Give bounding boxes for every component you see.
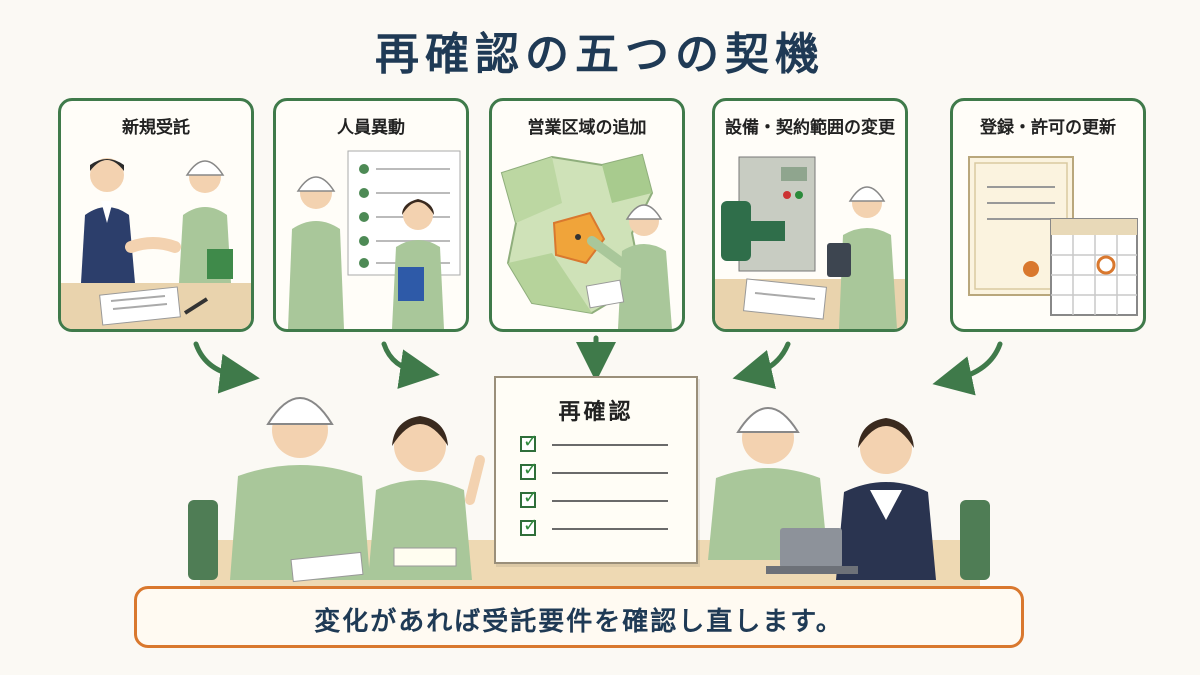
person-4 bbox=[860, 422, 912, 474]
trigger-card-new-contract: 新規受託 bbox=[58, 98, 254, 332]
checklist-line bbox=[552, 444, 668, 446]
trigger-label: 設備・契約範囲の変更 bbox=[725, 118, 895, 138]
handshake-contract-icon bbox=[61, 158, 251, 329]
checklist-line bbox=[552, 500, 668, 502]
checkbox-checked-icon: ✓ bbox=[520, 431, 538, 452]
checkbox-checked-icon: ✓ bbox=[520, 515, 538, 536]
arrow-5 bbox=[932, 341, 1003, 396]
trigger-label: 新規受託 bbox=[122, 118, 190, 138]
checklist-item: ✓ bbox=[520, 487, 680, 512]
checklist-line bbox=[552, 528, 668, 530]
trigger-label: 登録・許可の更新 bbox=[980, 118, 1116, 138]
person-2 bbox=[394, 420, 446, 472]
checklist-item: ✓ bbox=[520, 515, 680, 540]
checkbox-checked-icon: ✓ bbox=[520, 459, 538, 480]
certificate-calendar-icon bbox=[968, 156, 1138, 316]
trigger-card-equipment-change: 設備・契約範囲の変更 bbox=[712, 98, 908, 332]
service-area-map-icon bbox=[500, 153, 672, 329]
summary-banner: 変化があれば受託要件を確認し直します。 bbox=[134, 586, 1024, 648]
trigger-card-staff-transfer: 人員異動 bbox=[273, 98, 469, 332]
summary-message: 変化があれば受託要件を確認し直します。 bbox=[314, 607, 844, 637]
trigger-label: 営業区域の追加 bbox=[527, 118, 647, 138]
meeting-scene bbox=[188, 397, 990, 590]
staff-roster-icon bbox=[288, 150, 461, 329]
checklist-line bbox=[552, 472, 668, 474]
arrow-4 bbox=[732, 341, 791, 389]
checklist-item: ✓ bbox=[520, 431, 680, 456]
page-title: 再確認の五つの契機 bbox=[375, 29, 825, 80]
trigger-card-area-addition: 営業区域の追加 bbox=[489, 98, 685, 332]
trigger-card-registration-renewal: 登録・許可の更新 bbox=[950, 98, 1146, 332]
arrow-2 bbox=[381, 341, 440, 389]
checkbox-checked-icon: ✓ bbox=[520, 487, 538, 508]
equipment-panel-icon bbox=[715, 156, 905, 329]
trigger-label: 人員異動 bbox=[337, 118, 405, 138]
recheck-checklist: 再確認 ✓ ✓ ✓ ✓ bbox=[494, 376, 698, 564]
checklist-title: 再確認 bbox=[558, 400, 634, 425]
arrow-1 bbox=[193, 341, 260, 394]
checklist-item: ✓ bbox=[520, 459, 680, 484]
